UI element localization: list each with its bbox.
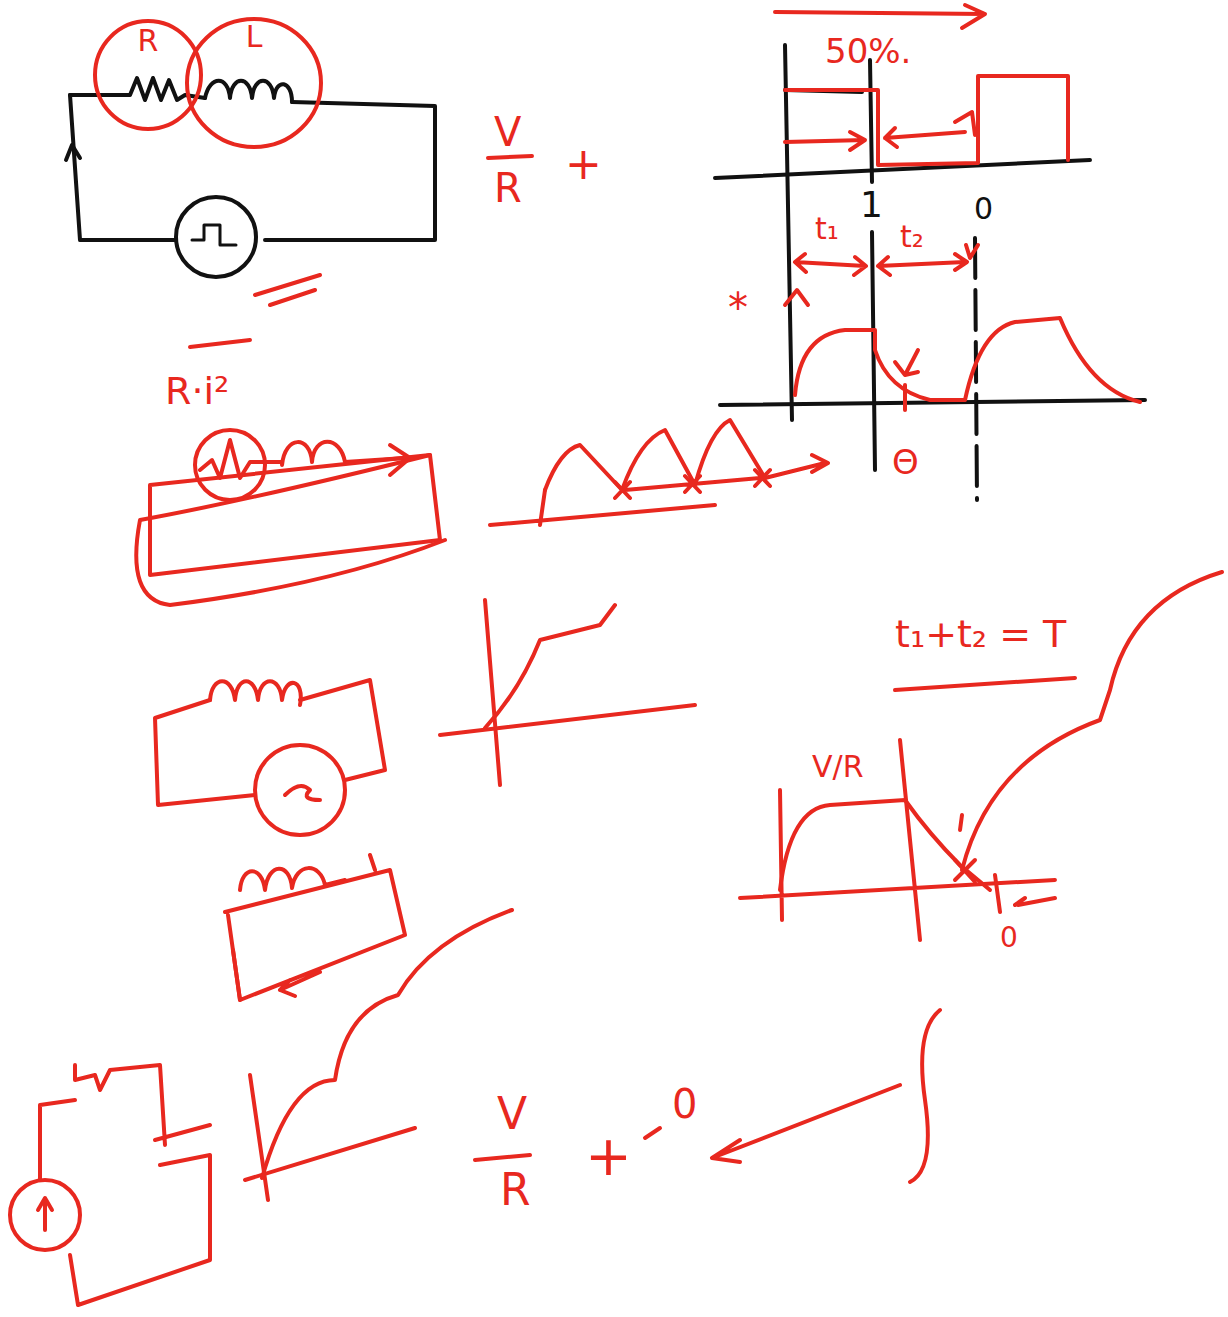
zero-term: 0 (672, 1084, 697, 1124)
pointer-arrow (645, 1128, 660, 1138)
wire (265, 102, 435, 240)
plus-sign: + (565, 142, 602, 186)
inductor-symbol (205, 81, 292, 102)
wire (155, 680, 385, 805)
period-arrow (775, 5, 985, 28)
wire (233, 950, 240, 1000)
level-value: 1 (860, 187, 883, 223)
steady-value: V/R (812, 752, 863, 782)
source-symbol (176, 197, 256, 277)
wire (225, 855, 405, 1000)
caret (785, 290, 808, 305)
axis (740, 740, 1055, 940)
current-waveform (780, 800, 990, 890)
pointer-arrow (995, 875, 1055, 912)
inductor-symbol (210, 681, 301, 705)
interval-arrow (795, 254, 866, 275)
part-letter: R (138, 26, 159, 56)
tick (960, 815, 962, 830)
period-formula: t₁+t₂ = T (895, 615, 1066, 653)
interval-arrow (878, 245, 978, 275)
axis (245, 1075, 415, 1200)
circle-outline (187, 19, 321, 147)
axis (440, 600, 695, 785)
pointer-arrow (895, 350, 918, 375)
zero-mark: 0 (1000, 924, 1018, 952)
wire (70, 95, 175, 240)
fraction-denominator: R (494, 168, 522, 208)
time-label: t₁ (815, 214, 839, 244)
source-mark (285, 786, 320, 800)
loop (136, 455, 445, 605)
tick (903, 385, 907, 410)
source-symbol (255, 745, 345, 835)
duty-cycle: 50%. (825, 34, 911, 68)
ramp (485, 605, 615, 728)
marks (615, 470, 770, 498)
underline (895, 678, 1075, 690)
fraction-numerator: V (494, 112, 521, 152)
square-wave-symbol (192, 225, 236, 245)
interval-arrow (785, 132, 865, 150)
resistor-symbol (70, 78, 205, 100)
zero-mark: Θ (892, 445, 919, 479)
time-label: t₂ (900, 222, 924, 252)
integral-sign (910, 1010, 940, 1182)
fraction-denominator: R (500, 1168, 531, 1212)
time-marker (785, 45, 792, 420)
part-letter: L (246, 22, 263, 52)
source-arrow (38, 1198, 52, 1230)
pointer-arrow (712, 1085, 900, 1162)
level-value: 0 (974, 194, 993, 224)
underline (255, 275, 320, 305)
axis (490, 490, 715, 525)
fraction-numerator: V (497, 1092, 527, 1136)
source-symbol (10, 1180, 80, 1250)
fraction-bar (475, 156, 532, 1160)
plus-sign: + (585, 1128, 632, 1184)
circle-outline (95, 21, 201, 129)
power-formula: R·i² (165, 372, 229, 410)
dash (190, 340, 250, 347)
square-wave (785, 76, 1068, 165)
current-waveform (795, 318, 1140, 402)
current-arrow (66, 145, 80, 160)
note-mark: * (728, 288, 748, 328)
growth-curve (262, 910, 512, 1178)
highlight-circle: L (184, 16, 324, 150)
interval-arrow (885, 112, 975, 147)
time-marker (870, 60, 872, 182)
